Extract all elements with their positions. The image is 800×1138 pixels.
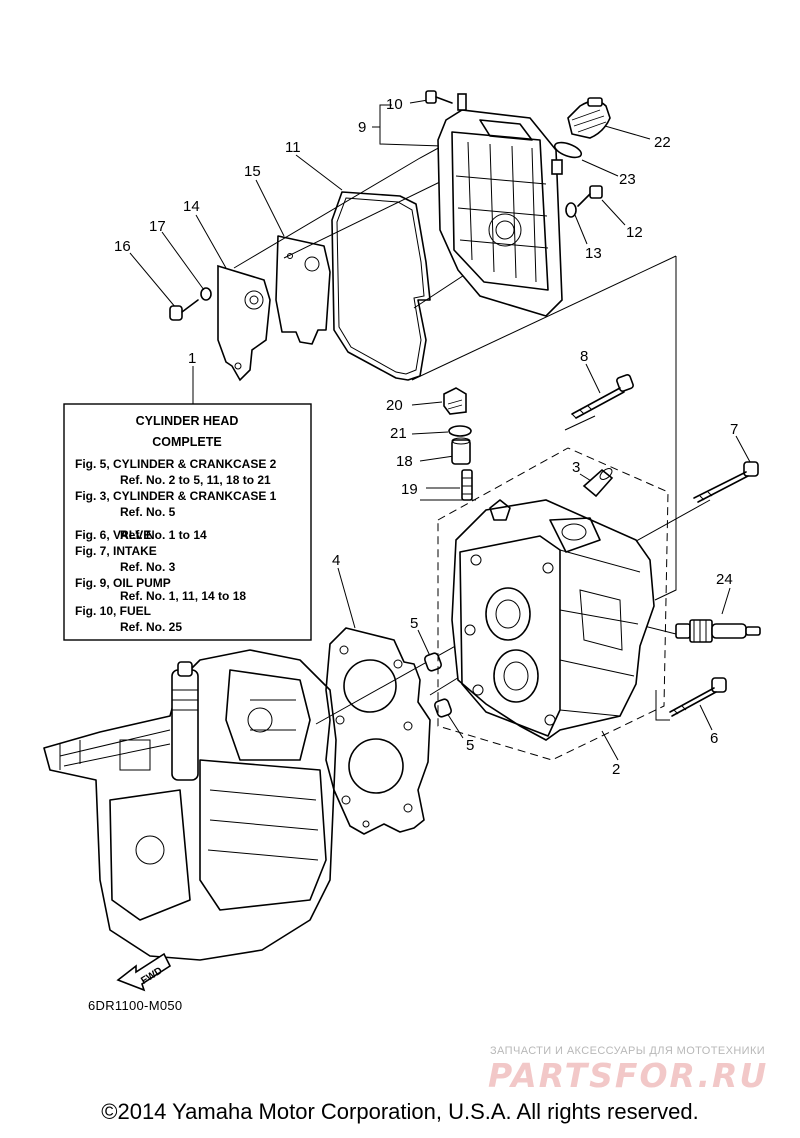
callout-numbers: 1 2 3 4 5 5 6 7 8 9 10 11 12 13 14 15 16…: [114, 96, 738, 778]
callout-24: 24: [716, 571, 733, 588]
part-12-bolt: [577, 185, 603, 207]
callout-17: 17: [149, 218, 166, 235]
part-19-pin: [461, 469, 473, 501]
watermark-logo: PARTSFOR.RU: [488, 1056, 769, 1095]
part-2-cylinder-head: [437, 447, 669, 761]
callout-23: 23: [619, 171, 636, 188]
box-line: Fig. 6, VALVE: [75, 528, 151, 542]
part-21-o-ring: [448, 425, 472, 437]
box-title-line1: CYLINDER HEAD: [136, 414, 239, 428]
part-17-washer: [200, 287, 212, 301]
part-4-head-gasket: [325, 627, 431, 835]
box-line: Fig. 3, CYLINDER & CRANKCASE 1: [75, 489, 277, 503]
box-line: Ref. No. 2 to 5, 11, 18 to 21: [120, 473, 271, 487]
part-24-spark-plug: [675, 619, 761, 643]
part-23-o-ring: [553, 141, 583, 159]
callout-18: 18: [396, 453, 413, 470]
callout-21: 21: [390, 425, 407, 442]
part-3-pipe: [582, 468, 614, 498]
part-7-bolt: [693, 461, 759, 503]
box-line: Fig. 7, INTAKE: [75, 544, 157, 558]
callout-20: 20: [386, 397, 403, 414]
callout-12: 12: [626, 224, 643, 241]
part-6-bolt: [669, 677, 727, 717]
callout-13: 13: [585, 245, 602, 262]
box-line: Fig. 5, CYLINDER & CRANKCASE 2: [75, 457, 277, 471]
callout-19: 19: [401, 481, 418, 498]
part-8-bolt: [571, 374, 634, 419]
callout-1: 1: [188, 350, 196, 367]
watermark-tagline: ЗАПЧАСТИ И АКСЕССУАРЫ ДЛЯ МОТОТЕХНИКИ: [490, 1045, 766, 1057]
part-9-cylinder-head-cover: [437, 93, 563, 317]
callout-9: 9: [358, 119, 366, 136]
callout-3: 3: [572, 459, 580, 476]
engine-block-assembly: [43, 649, 337, 961]
part-13-washer: [565, 202, 577, 218]
reference-box: CYLINDER HEAD COMPLETE Fig. 5, CYLINDER …: [63, 403, 312, 641]
part-5-dowel-upper: [424, 652, 442, 672]
part-20-plug: [443, 387, 467, 415]
box-line: Ref. No. 25: [120, 620, 182, 634]
callout-10: 10: [386, 96, 403, 113]
box-line: Ref. No. 1 to 14: [120, 528, 207, 542]
callout-5-lower: 5: [466, 737, 474, 754]
part-22-oil-filler-cap: [567, 97, 611, 139]
box-line: Ref. No. 1, 11, 14 to 18: [120, 589, 246, 603]
callout-16: 16: [114, 238, 131, 255]
part-10-bolt: [425, 90, 453, 104]
forward-direction-arrow: FWD: [116, 952, 172, 992]
box-line: Ref. No. 5: [120, 505, 176, 519]
callout-15: 15: [244, 163, 261, 180]
callout-22: 22: [654, 134, 671, 151]
part-15-gasket: [275, 235, 331, 345]
box-line: Fig. 10, FUEL: [75, 604, 151, 618]
callout-14: 14: [183, 198, 200, 215]
part-14-cover: [217, 264, 271, 382]
part-11-cover-gasket: [331, 191, 431, 381]
callout-2: 2: [612, 761, 620, 778]
callout-8: 8: [580, 348, 588, 365]
part-18-collar: [451, 437, 471, 465]
callout-5-upper: 5: [410, 615, 418, 632]
callout-7: 7: [730, 421, 738, 438]
copyright-notice: ©2014 Yamaha Motor Corporation, U.S.A. A…: [101, 1099, 699, 1124]
box-line: Fig. 9, OIL PUMP: [75, 576, 171, 590]
box-line: Ref. No. 3: [120, 560, 176, 574]
drawing-code: 6DR1100-M050: [88, 998, 183, 1013]
callout-6: 6: [710, 730, 718, 747]
callout-11: 11: [285, 139, 301, 156]
part-5-dowel-lower: [434, 698, 452, 718]
part-16-screw: [169, 299, 199, 321]
callout-4: 4: [332, 552, 340, 569]
box-title-line2: COMPLETE: [152, 435, 221, 449]
